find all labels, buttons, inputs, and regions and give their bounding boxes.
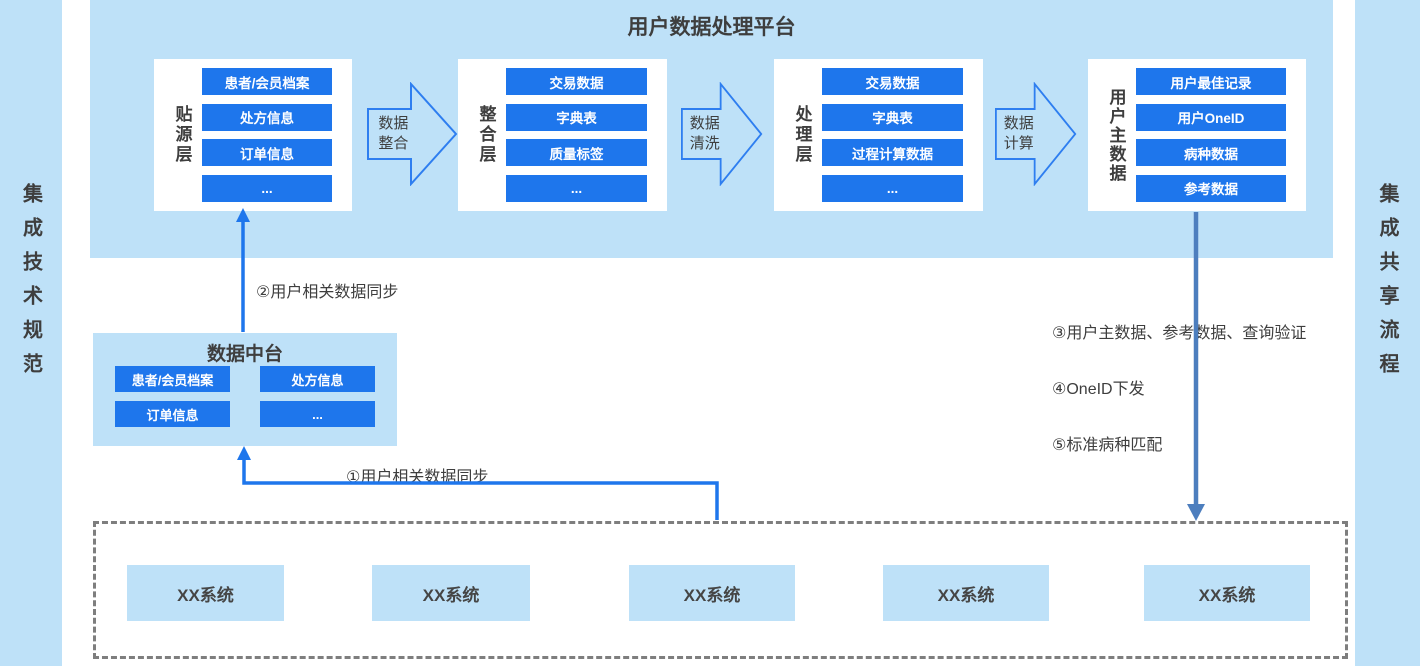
layer-item: 过程计算数据 (822, 139, 963, 167)
process-arrow-text: 数据 整合 (378, 115, 409, 152)
block-arrow-icon (995, 82, 1077, 186)
dmp-item: 处方信息 (260, 366, 375, 392)
layer-item: 质量标签 (506, 139, 647, 167)
layer-item: 患者/会员档案 (202, 68, 332, 95)
layer-items-source: 患者/会员档案 处方信息 订单信息 ... (202, 68, 332, 202)
process-arrow-cleaning: 数据 清洗 (681, 82, 763, 186)
master-data-down-arrow (1187, 212, 1205, 521)
right-rail-label: 集成共享流程 (1376, 183, 1398, 387)
block-arrow-icon (681, 82, 763, 186)
layer-item: ... (506, 174, 647, 202)
layer-item: 字典表 (822, 103, 963, 131)
source-systems-box (93, 521, 1348, 659)
layer-box-user-master-data: 用户主数据 用户最佳记录 用户OneID 病种数据 参考数据 (1088, 59, 1306, 211)
layer-items-processing: 交易数据 字典表 过程计算数据 ... (822, 68, 963, 202)
process-arrow-integration: 数据 整合 (367, 82, 458, 186)
flow-label-step5: ⑤标准病种匹配 (1052, 437, 1163, 454)
layer-item: 用户最佳记录 (1136, 68, 1286, 95)
flow-label-step1: ①用户相关数据同步 (346, 469, 489, 486)
right-rail: 集成共享流程 (1355, 0, 1420, 666)
data-middle-platform-box: 数据中台 患者/会员档案 处方信息 订单信息 ... (93, 333, 397, 446)
system-box-3: XX系统 (629, 565, 795, 621)
layer-items-consolidation: 交易数据 字典表 质量标签 ... (506, 68, 647, 202)
flow-label-step2: ②用户相关数据同步 (256, 284, 399, 301)
layer-items-user-master-data: 用户最佳记录 用户OneID 病种数据 参考数据 (1136, 68, 1286, 202)
left-rail-label: 集成技术规范 (19, 183, 42, 387)
dmp-item: ... (260, 401, 375, 427)
layer-item: 交易数据 (822, 68, 963, 95)
system-box-1: XX系统 (127, 565, 284, 621)
layer-item: 用户OneID (1136, 103, 1286, 131)
block-arrow-icon (367, 82, 458, 186)
flow-label-step4: ④OneID下发 (1052, 381, 1145, 398)
layer-item: ... (202, 174, 332, 202)
layer-label-processing: 处理层 (792, 105, 812, 165)
data-middle-platform-items: 患者/会员档案 处方信息 订单信息 ... (115, 366, 375, 427)
layer-item: 参考数据 (1136, 174, 1286, 202)
layer-box-processing: 处理层 交易数据 字典表 过程计算数据 ... (774, 59, 983, 211)
layer-item: 病种数据 (1136, 139, 1286, 167)
left-rail: 集成技术规范 (0, 0, 62, 666)
layer-box-source: 贴源层 患者/会员档案 处方信息 订单信息 ... (154, 59, 352, 211)
layer-item: 交易数据 (506, 68, 647, 95)
process-arrow-computation: 数据 计算 (995, 82, 1077, 186)
layer-item: ... (822, 174, 963, 202)
flow-label-step3: ③用户主数据、参考数据、查询验证 (1052, 325, 1307, 342)
system-box-5: XX系统 (1144, 565, 1310, 621)
layer-item: 订单信息 (202, 139, 332, 167)
process-arrow-text: 数据 计算 (1003, 115, 1034, 152)
dmp-item: 患者/会员档案 (115, 366, 230, 392)
dmp-item: 订单信息 (115, 401, 230, 427)
layer-box-consolidation: 整合层 交易数据 字典表 质量标签 ... (458, 59, 667, 211)
layer-label-consolidation: 整合层 (476, 105, 496, 165)
system-box-2: XX系统 (372, 565, 530, 621)
platform-title: 用户数据处理平台 (627, 16, 796, 39)
data-middle-platform-title: 数据中台 (206, 344, 283, 365)
process-arrow-text: 数据 清洗 (689, 115, 720, 152)
layer-label-user-master-data: 用户主数据 (1106, 87, 1126, 183)
system-box-4: XX系统 (883, 565, 1049, 621)
layer-item: 处方信息 (202, 103, 332, 131)
layer-item: 字典表 (506, 103, 647, 131)
layer-label-source: 贴源层 (172, 105, 192, 165)
